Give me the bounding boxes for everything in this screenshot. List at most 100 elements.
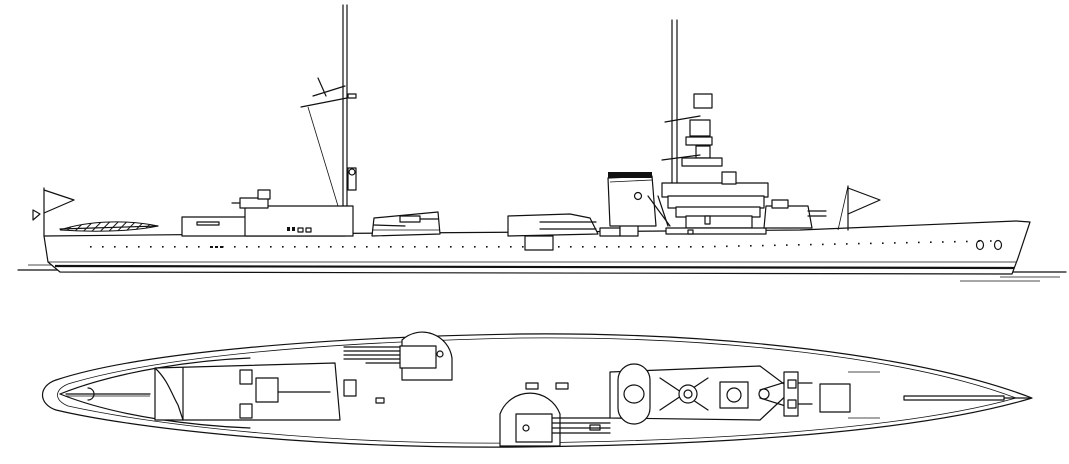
porthole-icon: [990, 240, 992, 242]
porthole-icon: [870, 242, 872, 245]
porthole-icon: [726, 245, 728, 248]
porthole-icon: [858, 242, 860, 245]
porthole-icon: [774, 244, 776, 247]
porthole-icon: [642, 246, 644, 248]
plan-view: [41, 331, 1033, 448]
main-mast: [300, 4, 357, 207]
porthole-icon: [810, 243, 812, 246]
porthole-icon: [366, 246, 368, 248]
porthole-icon: [282, 246, 284, 248]
porthole-icon: [738, 245, 740, 247]
porthole-icon: [486, 246, 488, 248]
porthole-icon: [150, 246, 152, 248]
porthole-icon: [330, 246, 332, 248]
profile-view: [17, 4, 1067, 282]
porthole-icon: [654, 246, 656, 248]
porthole-icon: [498, 246, 500, 248]
porthole-icon: [522, 246, 524, 248]
porthole-icon: [306, 246, 308, 248]
stern-deck-fittings: [65, 387, 151, 401]
porthole-icon: [942, 241, 944, 243]
porthole-icon: [618, 246, 620, 248]
port-turret-plan: [499, 392, 611, 447]
porthole-icon: [114, 246, 116, 248]
porthole-icon: [210, 246, 212, 248]
porthole-icon: [294, 246, 296, 248]
porthole-icon: [270, 246, 272, 248]
porthole-icon: [450, 246, 452, 248]
funnel-plan-icon: [617, 363, 651, 425]
porthole-icon: [426, 246, 428, 248]
porthole-icon: [90, 246, 92, 248]
porthole-icon: [570, 246, 572, 248]
aft-turret-plan: [343, 331, 453, 381]
porthole-icon: [786, 244, 788, 246]
porthole-icon: [438, 246, 440, 248]
porthole-icon: [186, 246, 188, 248]
midships-superstructure: [507, 213, 639, 251]
porthole-icon: [762, 244, 764, 247]
porthole-icon: [750, 245, 752, 247]
porthole-icon: [162, 246, 164, 248]
porthole-icon: [606, 246, 608, 248]
rangefinder-icon: [436, 350, 444, 358]
rangefinder-icon: [522, 424, 530, 432]
porthole-icon: [234, 246, 236, 248]
porthole-icon: [246, 246, 248, 248]
searchlight-icon: [348, 168, 356, 176]
porthole-icon: [342, 246, 344, 248]
porthole-icon: [318, 246, 320, 248]
porthole-icon: [102, 246, 104, 248]
porthole-icon: [666, 246, 668, 248]
hawse-pipe-icon: [993, 239, 1003, 251]
porthole-icon: [954, 240, 956, 243]
porthole-icon: [678, 246, 680, 248]
porthole-icon: [834, 243, 836, 245]
porthole-icon: [126, 246, 128, 248]
porthole-icon: [930, 241, 932, 243]
porthole-icon: [894, 242, 896, 244]
porthole-icon: [594, 246, 596, 248]
bow-deck-fittings: [903, 395, 1031, 401]
porthole-icon: [138, 246, 140, 248]
porthole-icon: [846, 243, 848, 245]
porthole-icon: [174, 246, 176, 248]
porthole-icon: [714, 245, 716, 248]
porthole-icon: [882, 242, 884, 244]
fore-mast: [661, 19, 701, 184]
siren-icon: [633, 191, 643, 201]
deck-inner-edge: [57, 337, 1018, 444]
porthole-icon: [510, 246, 512, 248]
hawse-pipe-icon: [975, 239, 985, 251]
porthole-icon: [258, 246, 260, 248]
bridge-tower: [647, 93, 769, 235]
porthole-icon: [390, 246, 392, 248]
porthole-icon: [918, 241, 920, 244]
aft-deckhouse-plan: [154, 362, 357, 421]
porthole-icon: [906, 241, 908, 244]
porthole-icon: [402, 246, 404, 248]
portholes: [90, 240, 992, 248]
forward-superstructure-plan: [609, 363, 793, 425]
aft-superstructure: [181, 189, 354, 237]
porthole-icon: [822, 243, 824, 246]
porthole-icon: [582, 246, 584, 248]
porthole-icon: [474, 246, 476, 248]
funnel: [607, 172, 657, 227]
porthole-icon: [978, 240, 980, 242]
porthole-icon: [462, 246, 464, 248]
porthole-icon: [702, 246, 704, 248]
porthole-icon: [798, 244, 800, 246]
porthole-icon: [966, 240, 968, 243]
porthole-icon: [630, 246, 632, 248]
forward-turret-profile: [763, 199, 827, 229]
porthole-icon: [558, 246, 560, 248]
forward-turret-plan: [783, 371, 880, 419]
porthole-icon: [690, 246, 692, 248]
porthole-icon: [354, 246, 356, 248]
porthole-icon: [414, 246, 416, 248]
bow-jackstaff: [837, 185, 881, 231]
aft-turret-profile: [371, 211, 441, 237]
porthole-icon: [378, 246, 380, 248]
